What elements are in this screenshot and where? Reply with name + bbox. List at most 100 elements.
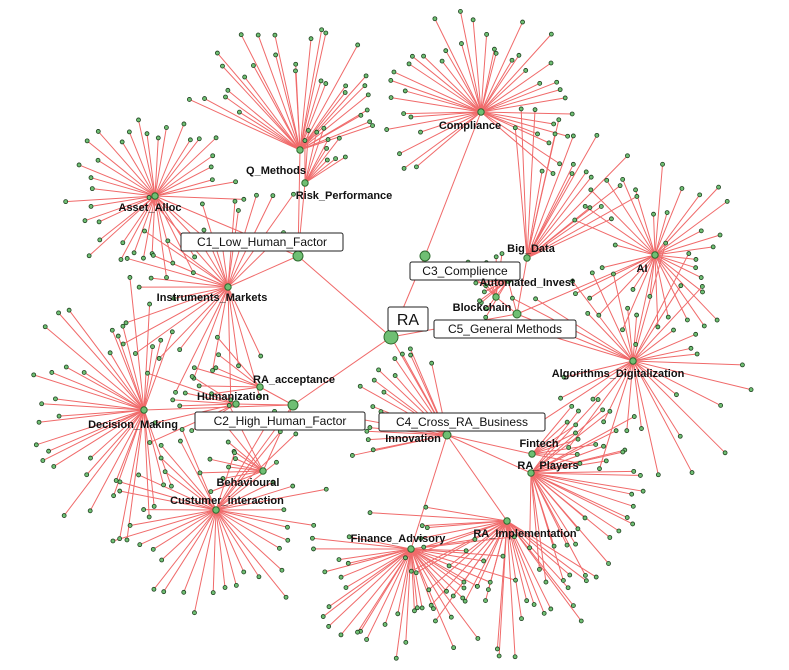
edge-leaf [654,194,701,256]
leaf-node [630,521,636,527]
leaf-node [588,174,594,180]
leaf-node [439,58,445,64]
leaf-node [693,331,699,337]
leaf-node [589,270,595,276]
edge-leaf [274,35,301,151]
leaf-node [604,177,610,183]
edge-leaf [209,458,264,472]
edge-leaf [41,403,145,411]
leaf-node [533,296,538,302]
leaf-node [272,32,278,38]
leaf-node [110,538,116,544]
leaf-node [86,253,92,259]
leaf-node [603,458,609,464]
edge-leaf [622,254,656,330]
leaf-node [33,442,39,448]
leaf-node [241,569,247,575]
edge-leaf [299,38,312,151]
leaf-node [338,632,344,638]
edge-leaf [530,472,644,492]
leaf-node [458,8,463,14]
leaf-node [493,254,499,260]
edge-leaf [480,81,557,113]
leaf-node [655,472,661,478]
leaf-node [599,265,605,271]
leaf-node [324,157,330,163]
leaf-node [158,337,164,343]
leaf-node [483,283,489,289]
edge-leaf [299,85,366,151]
leaf-node [136,284,142,290]
leaf-node [403,555,408,561]
leaf-node [660,161,665,167]
edge-leaf [530,470,634,474]
edge-leaf [480,111,573,115]
leaf-node [722,450,728,456]
leaf-node [399,351,405,357]
edge-leaf [154,137,217,197]
edge-leaf [587,313,634,362]
edge-leaf [304,158,336,184]
leaf-node [136,472,142,478]
topic-node-raacc [256,383,264,391]
topic-node-qmeth [296,146,304,154]
leaf-node [663,240,669,246]
category-node-c2 [287,399,299,411]
leaf-node [177,347,183,353]
leaf-node [165,238,171,244]
edge-leaf [194,367,261,388]
edge-leaf [448,520,508,567]
leaf-node [338,574,344,580]
leaf-node [570,278,575,284]
topic-node-fintech [528,450,536,458]
edge-leaf [215,433,297,511]
edge-leaf [97,131,156,197]
leaf-node [222,585,228,590]
edge-leaf [154,138,200,197]
leaf-node [512,654,518,660]
leaf-node [461,585,467,591]
edge-leaf [154,155,214,197]
leaf-node [127,523,133,528]
leaf-node [370,123,375,129]
leaf-node [671,327,676,333]
edge-leaf [233,451,264,472]
edge-leaf [154,195,168,278]
leaf-node [220,476,226,481]
edge-leaf [526,155,628,259]
edge-leaf [635,254,656,345]
edge-leaf [632,353,698,362]
leaf-node [421,544,427,550]
edge-leaf [526,164,574,259]
edge-leaf [154,166,212,197]
edge-leaf [410,548,455,648]
leaf-node [625,153,630,159]
leaf-node [611,271,616,277]
edge-leaf [632,315,638,362]
leaf-node [718,402,724,408]
leaf-node [42,324,48,330]
edge-leaf [215,509,314,526]
leaf-node [481,289,487,295]
edge-leaf [397,548,412,614]
leaf-node [141,507,147,512]
leaf-node [132,351,138,356]
edge-leaf [215,431,281,511]
leaf-node [550,171,556,176]
topic-label-raacc: RA_acceptance [253,374,335,386]
leaf-node [588,187,594,193]
edge-leaf [143,304,151,411]
edge-leaf [627,308,634,362]
leaf-node [376,367,381,373]
leaf-node [600,407,606,413]
edge-leaf [65,195,156,203]
topic-label-instr: Instruments_Markets [157,292,268,304]
leaf-node [686,251,692,256]
leaf-node [557,161,563,167]
edge-leaf [506,520,597,578]
leaf-node [569,403,575,409]
topic-label-behav: Behavioural [217,477,280,489]
leaf-node [210,153,216,159]
topic-label-finadv: Finance_Advisory [351,533,447,545]
edge-leaf [395,548,412,659]
